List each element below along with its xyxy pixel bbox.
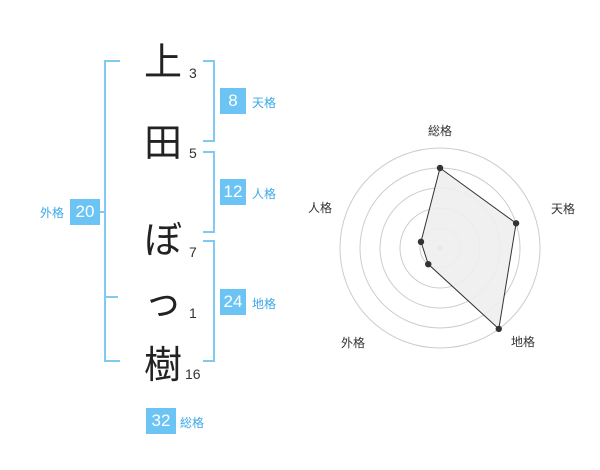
radar-points (417, 164, 520, 333)
name-char-2: 田 (143, 121, 182, 165)
radar-point-2 (495, 325, 502, 333)
tenkaku-value-badge: 8 (220, 88, 246, 114)
soukaku-label: 総格 (180, 416, 205, 430)
radar-axis-label-tenkaku: 天格 (551, 202, 576, 216)
tenkaku-label: 天格 (252, 96, 277, 110)
radar-polygon (420, 167, 517, 330)
stroke-count-5: 16 (185, 366, 201, 382)
name-char-4: っ (143, 280, 182, 324)
soukaku-value-badge: 32 (146, 408, 176, 434)
stroke-count-2: 5 (189, 145, 197, 161)
radar-axis-label-jinkaku: 人格 (308, 201, 333, 215)
chikaku-bracket (203, 240, 215, 362)
chikaku-value-badge: 24 (220, 289, 246, 315)
name-char-1: 上 (143, 40, 182, 84)
gaikaku-bracket-tick (104, 296, 118, 298)
radar-ring (339, 147, 541, 349)
radar-point-3 (425, 260, 432, 268)
jinkaku-value-badge: 12 (220, 179, 246, 205)
jinkaku-bracket (203, 151, 215, 233)
radar-point-1 (512, 220, 520, 227)
stroke-count-3: 7 (189, 244, 197, 260)
stroke-count-4: 1 (189, 305, 197, 321)
jinkaku-label: 人格 (252, 187, 277, 201)
radar-shape (420, 167, 517, 330)
chikaku-label: 地格 (252, 297, 277, 311)
gaikaku-value-badge: 20 (70, 199, 100, 225)
gaikaku-label: 外格 (40, 206, 65, 220)
radar-axis-label-chikaku: 地格 (511, 335, 536, 349)
name-char-5: 樹 (143, 343, 182, 387)
radar-point-0 (436, 164, 444, 172)
stroke-count-1: 3 (189, 65, 197, 81)
radar-axis-label-soukaku: 総格 (428, 124, 453, 138)
gaikaku-connector (96, 211, 106, 213)
name-char-3: ぼ (143, 218, 182, 262)
tenkaku-bracket (203, 60, 215, 142)
radar-point-4 (417, 238, 425, 246)
radar-axis-label-gaikaku: 外格 (341, 336, 366, 350)
